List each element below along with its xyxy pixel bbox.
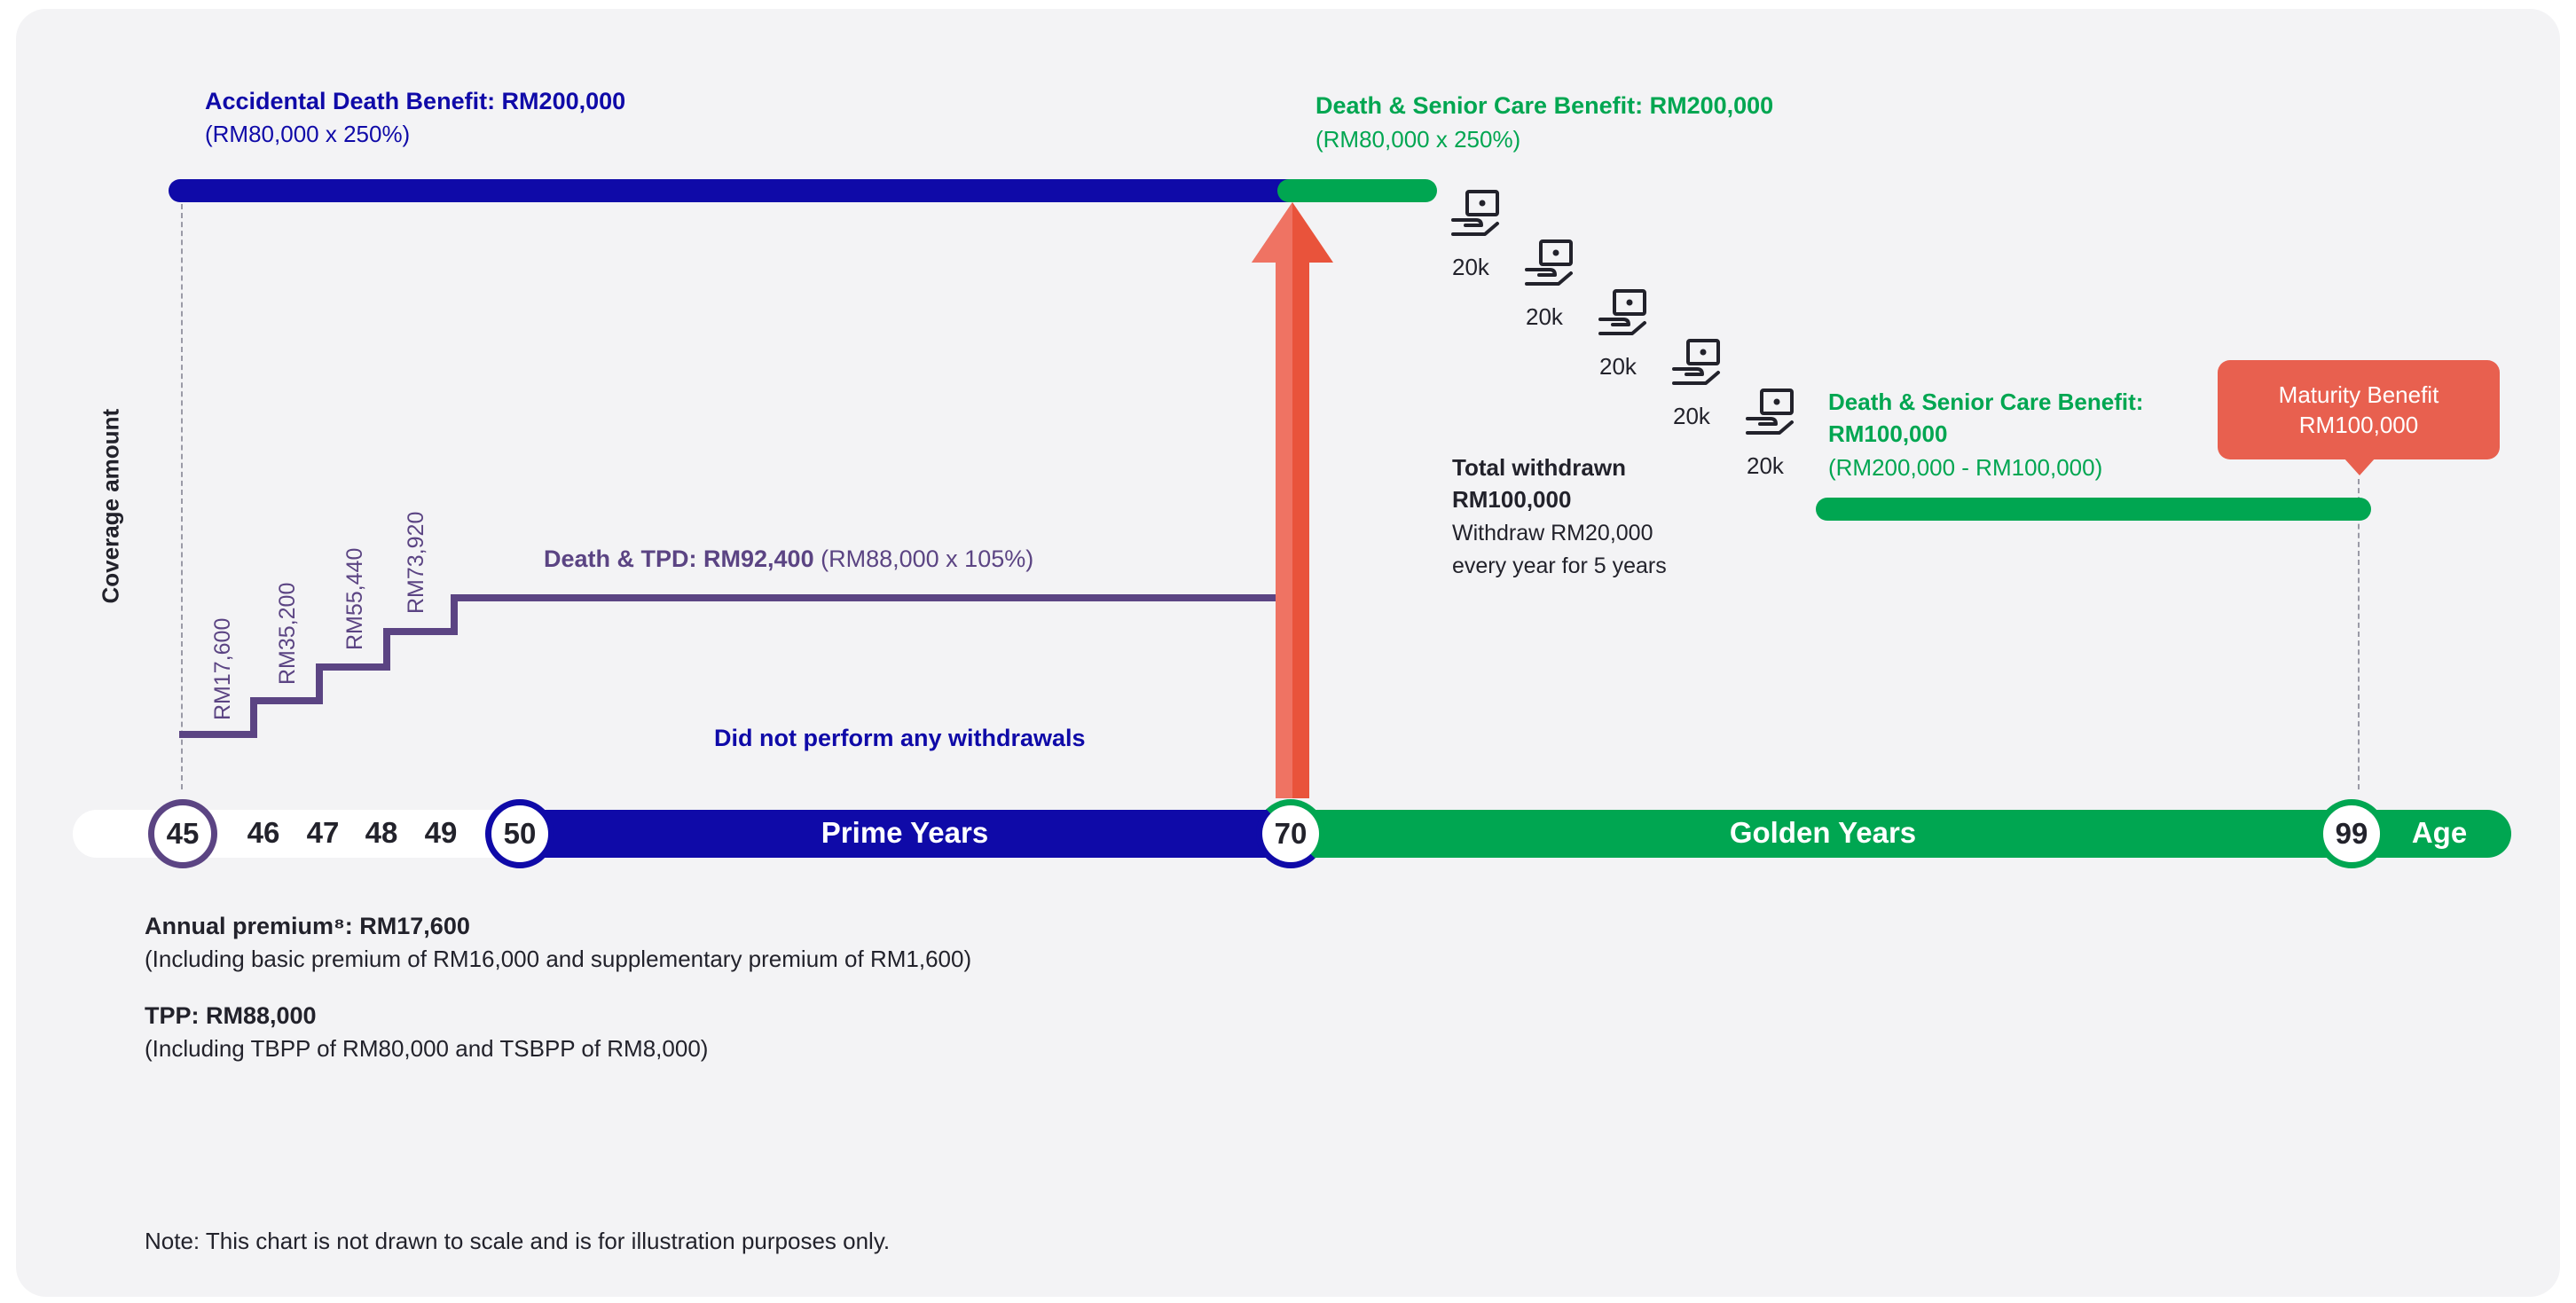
accidental-death-title: Accidental Death Benefit: RM200,000 [205,88,626,114]
golden-years-label: Golden Years [1729,816,1917,849]
annual-premium-title: Annual premium⁸: RM17,600 [145,913,470,939]
senior-care-after-amount: RM100,000 [1828,420,1948,447]
senior-care-benefit-title: Death & Senior Care Benefit: RM200,000 [1315,92,1774,119]
hand-receiving-cash-icon [1598,289,1646,335]
accidental-death-calc: (RM80,000 x 250%) [205,121,411,147]
age-marker-99: 99 [2317,799,2386,868]
withdrawal-schedule-line1: Withdraw RM20,000 [1452,521,1653,546]
hand-receiving-cash-icon [1746,389,1794,435]
accidental-death-bar [169,179,1308,202]
senior-care-after-calc: (RM200,000 - RM100,000) [1828,454,2103,481]
maturity-benefit-amount: RM100,000 [2298,412,2419,438]
age-axis-label: Age [2411,816,2468,849]
no-withdrawal-note: Did not perform any withdrawals [714,725,1086,751]
payout-label-3: 20k [1599,353,1637,380]
senior-care-after-bar [1816,498,2371,521]
disclaimer-note: Note: This chart is not drawn to scale a… [145,1228,891,1254]
guide-line-age-99 [2358,479,2360,789]
age-marker-70: 70 [1256,799,1325,868]
age-label-48: 48 [365,816,398,849]
prime-years-band [514,810,1295,858]
payout-label-5: 20k [1747,452,1784,479]
maturity-benefit-title: Maturity Benefit [2278,381,2439,408]
payout-label-4: 20k [1673,403,1710,429]
annual-premium-detail: (Including basic premium of RM16,000 and… [145,946,972,972]
senior-care-benefit-calc: (RM80,000 x 250%) [1315,126,1521,153]
age-label-46: 46 [247,816,280,849]
age-label-49: 49 [424,816,458,849]
senior-care-after-title: Death & Senior Care Benefit: [1828,389,2144,415]
total-withdrawn-label: Total withdrawn [1452,454,1626,481]
age-marker-45: 45 [148,799,217,868]
tpp-detail: (Including TBPP of RM80,000 and TSBPP of… [145,1035,709,1062]
death-tpd-calc: (RM88,000 x 105%) [821,546,1034,572]
maturity-benefit-callout: Maturity Benefit RM100,000 [2218,360,2500,459]
payout-label-2: 20k [1526,303,1563,330]
tpp-title: TPP: RM88,000 [145,1002,317,1029]
hand-receiving-cash-icon [1672,339,1720,385]
hand-receiving-cash-icon [1525,239,1573,286]
death-tpd-label: Death & TPD: RM92,400 (RM88,000 x 105%) [544,543,1033,575]
prime-years-label: Prime Years [821,816,989,849]
guide-line-age-45 [181,204,183,789]
hand-receiving-cash-icon [1451,190,1499,236]
age-marker-50: 50 [485,799,554,868]
withdrawal-schedule-line2: every year for 5 years [1452,553,1667,578]
total-withdrawn-amount: RM100,000 [1452,486,1572,513]
death-tpd-title: Death & TPD: RM92,400 [544,546,814,572]
payout-label-1: 20k [1452,254,1489,280]
golden-years-band [1292,810,2511,858]
maturity-callout-pointer [2344,458,2376,475]
senior-care-top-bar [1277,179,1437,202]
age-label-47: 47 [306,816,340,849]
timeline-track [73,810,516,858]
